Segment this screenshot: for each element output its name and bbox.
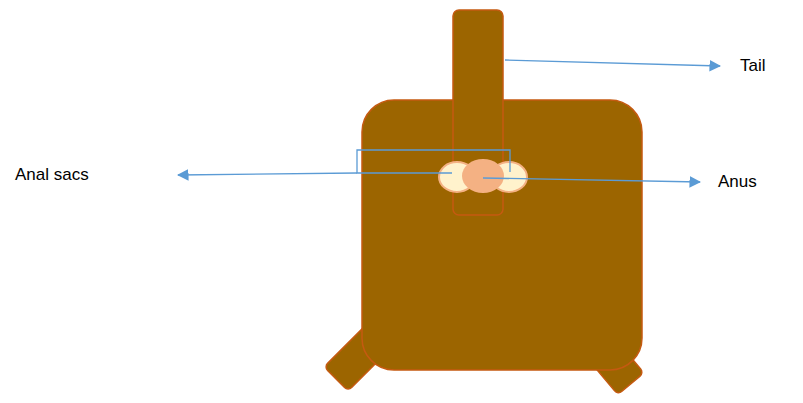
- part-label: Anus: [718, 172, 757, 192]
- anal-sacs-bracket: [357, 150, 510, 173]
- part-label: Anal sacs: [15, 165, 89, 185]
- anus-leader: [483, 178, 700, 182]
- anus: [462, 159, 504, 193]
- anal-sacs-leader: [178, 173, 357, 175]
- part-label: Tail: [740, 56, 766, 76]
- tail-leader: [505, 60, 720, 66]
